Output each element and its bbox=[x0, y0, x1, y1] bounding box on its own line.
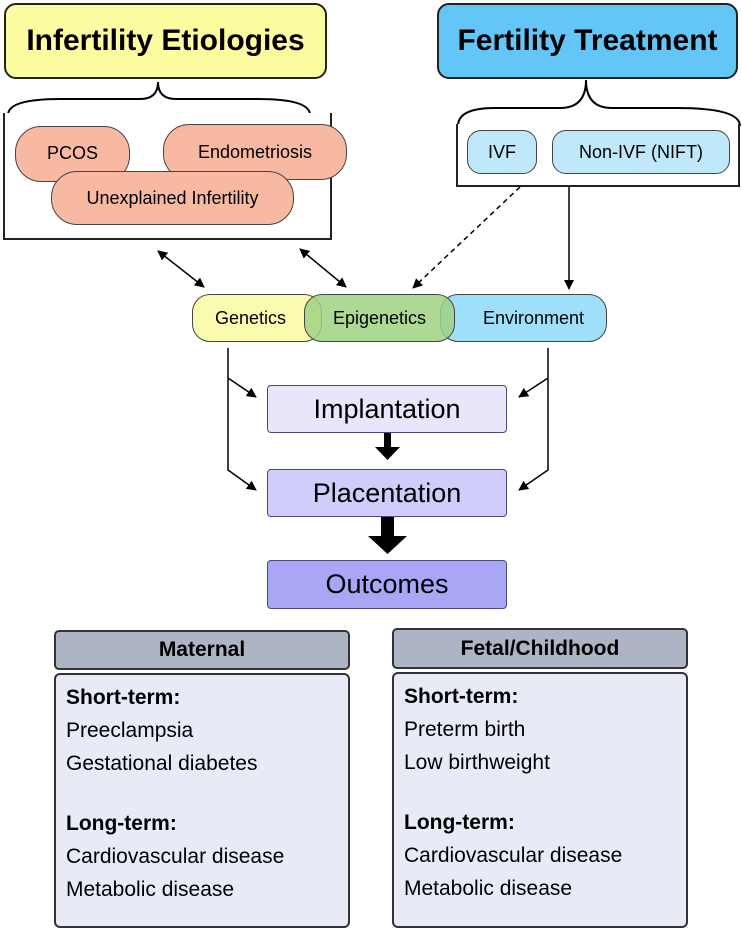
fetal-long-term-label: Long-term: bbox=[404, 811, 515, 834]
etiology-genetics-arrow bbox=[157, 250, 205, 288]
spacer bbox=[66, 780, 338, 807]
genetics-implantation-arrow bbox=[227, 348, 257, 398]
genetics-pill: Genetics bbox=[192, 294, 322, 342]
ivf-label: IVF bbox=[487, 141, 516, 162]
endometriosis-pill: Endometriosis bbox=[163, 124, 347, 180]
genetics-label: Genetics bbox=[215, 307, 287, 328]
environment-label: Environment bbox=[482, 307, 584, 328]
etiology-epigenetics-arrow bbox=[299, 248, 347, 288]
placentation-label: Placentation bbox=[312, 477, 462, 508]
implantation-label: Implantation bbox=[313, 393, 461, 424]
treatment-title: Fertility Treatment bbox=[457, 24, 718, 57]
fetal-long-term-item: Cardiovascular disease bbox=[404, 844, 623, 867]
nift-pill: Non-IVF (NIFT) bbox=[552, 130, 730, 174]
etiology-brace bbox=[7, 81, 311, 116]
nift-label: Non-IVF (NIFT) bbox=[579, 141, 703, 162]
fetal-title: Fetal/Childhood bbox=[460, 636, 620, 660]
fetal-panel: Short-term: Preterm birth Low birthweigh… bbox=[392, 672, 688, 928]
environment-implantation-arrow bbox=[518, 348, 549, 398]
genetics-placentation-arrow bbox=[227, 378, 257, 491]
implantation-placentation-arrow bbox=[375, 433, 400, 460]
fetal-header: Fetal/Childhood bbox=[392, 628, 688, 669]
unexplained-pill: Unexplained Infertility bbox=[51, 171, 294, 225]
maternal-header: Maternal bbox=[54, 630, 350, 670]
unexplained-label: Unexplained Infertility bbox=[86, 187, 259, 208]
maternal-title: Maternal bbox=[158, 638, 246, 661]
maternal-short-term-item: Preeclampsia bbox=[66, 719, 194, 742]
environment-placentation-arrow bbox=[518, 378, 549, 491]
fetal-short-term-label: Short-term: bbox=[404, 685, 519, 708]
placentation-outcomes-arrow bbox=[368, 517, 407, 554]
maternal-short-term-label: Short-term: bbox=[66, 686, 181, 709]
maternal-long-term-item: Cardiovascular disease bbox=[66, 845, 285, 868]
epigenetics-label: Epigenetics bbox=[332, 307, 427, 328]
maternal-panel: Short-term: Preeclampsia Gestational dia… bbox=[54, 673, 350, 928]
outcomes-box: Outcomes bbox=[267, 560, 507, 609]
implantation-box: Implantation bbox=[267, 385, 507, 433]
etiologies-title-box: Infertility Etiologies bbox=[4, 3, 327, 79]
treatment-brace bbox=[457, 79, 741, 127]
fetal-short-term-item: Preterm birth bbox=[404, 718, 526, 741]
endometriosis-label: Endometriosis bbox=[197, 141, 313, 162]
ivf-pill: IVF bbox=[467, 130, 537, 174]
treatment-title-box: Fertility Treatment bbox=[437, 3, 738, 79]
maternal-short-term-item: Gestational diabetes bbox=[66, 752, 258, 775]
placentation-box: Placentation bbox=[267, 469, 507, 517]
pcos-label: PCOS bbox=[46, 142, 98, 163]
maternal-long-term-label: Long-term: bbox=[66, 812, 177, 835]
epigenetics-pill: Epigenetics bbox=[304, 294, 455, 342]
etiologies-title: Infertility Etiologies bbox=[26, 24, 305, 57]
fetal-long-term-item: Metabolic disease bbox=[404, 877, 573, 900]
maternal-long-term-item: Metabolic disease bbox=[66, 878, 235, 901]
environment-pill: Environment bbox=[440, 294, 607, 342]
fetal-short-term-item: Low birthweight bbox=[404, 751, 550, 774]
spacer bbox=[404, 779, 676, 806]
ivf-epigenetics-arrow bbox=[412, 186, 521, 289]
outcomes-label: Outcomes bbox=[325, 569, 449, 599]
